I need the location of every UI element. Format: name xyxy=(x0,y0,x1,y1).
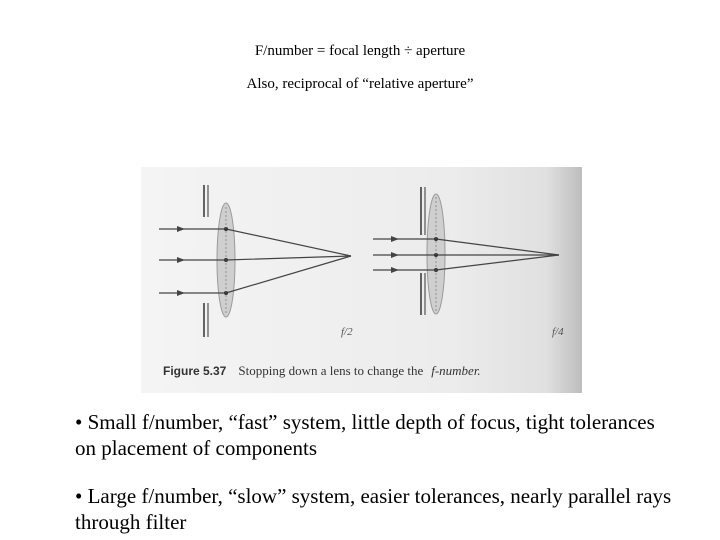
lens-figure: f/2 f/4 Figure 5.37 Stopping down a lens… xyxy=(141,167,582,393)
reciprocal-heading: Also, reciprocal of “relative aperture” xyxy=(246,76,474,92)
lens-system-f4: f/4 xyxy=(373,187,564,338)
label-f4: f/4 xyxy=(552,326,564,338)
bullet-large-fnumber: • Large f/number, “slow” system, easier … xyxy=(75,484,672,534)
lens-system-f2: f/2 xyxy=(159,185,353,338)
lens-diagram: f/2 f/4 Figure 5.37 Stopping down a lens… xyxy=(159,185,564,379)
arrow-middle-right xyxy=(391,252,399,258)
arrow-bottom-left xyxy=(177,290,185,296)
caption-number: Figure 5.37 xyxy=(163,364,227,378)
caption-text: Stopping down a lens to change the xyxy=(238,363,423,378)
arrow-bottom-right xyxy=(391,267,399,273)
arrow-top-right xyxy=(391,236,399,242)
ray-top-right xyxy=(373,238,560,256)
ray-middle-left xyxy=(159,255,352,261)
caption-italic: f-number. xyxy=(431,363,480,378)
bullet-small-fnumber: • Small f/number, “fast” system, little … xyxy=(75,410,655,460)
label-f2: f/2 xyxy=(341,326,353,338)
ray-top-left xyxy=(159,228,352,257)
arrow-top-left xyxy=(177,226,185,232)
formula-heading: F/number = focal length ÷ aperture xyxy=(254,43,466,59)
ray-bottom-right xyxy=(373,254,560,271)
arrow-middle-left xyxy=(177,257,185,263)
figure-caption: Figure 5.37 Stopping down a lens to chan… xyxy=(163,362,481,379)
ray-bottom-left xyxy=(159,255,352,294)
